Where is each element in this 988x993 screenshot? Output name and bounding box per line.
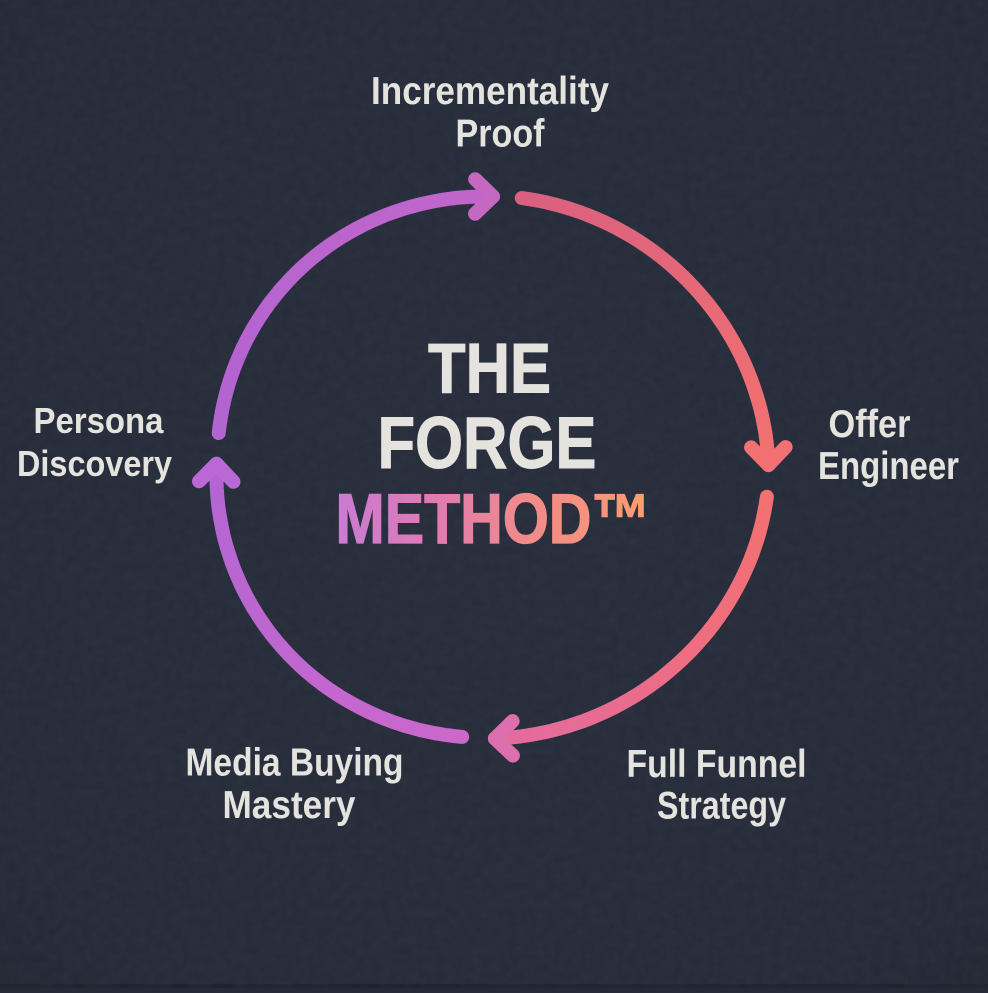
svg-text:Mastery: Mastery	[223, 784, 357, 827]
svg-text:METHOD™: METHOD™	[336, 479, 651, 558]
svg-text:Full Funnel: Full Funnel	[627, 743, 807, 786]
svg-text:Offer: Offer	[829, 403, 911, 446]
svg-text:Persona: Persona	[34, 400, 165, 441]
svg-text:Strategy: Strategy	[657, 785, 786, 828]
svg-text:Discovery: Discovery	[17, 443, 172, 484]
svg-text:Engineer: Engineer	[818, 445, 959, 488]
svg-text:THE: THE	[428, 329, 551, 408]
svg-text:Incrementality: Incrementality	[371, 70, 609, 113]
svg-text:FORGE: FORGE	[378, 403, 597, 484]
svg-text:Proof: Proof	[456, 113, 546, 156]
svg-text:Media Buying: Media Buying	[186, 742, 404, 785]
